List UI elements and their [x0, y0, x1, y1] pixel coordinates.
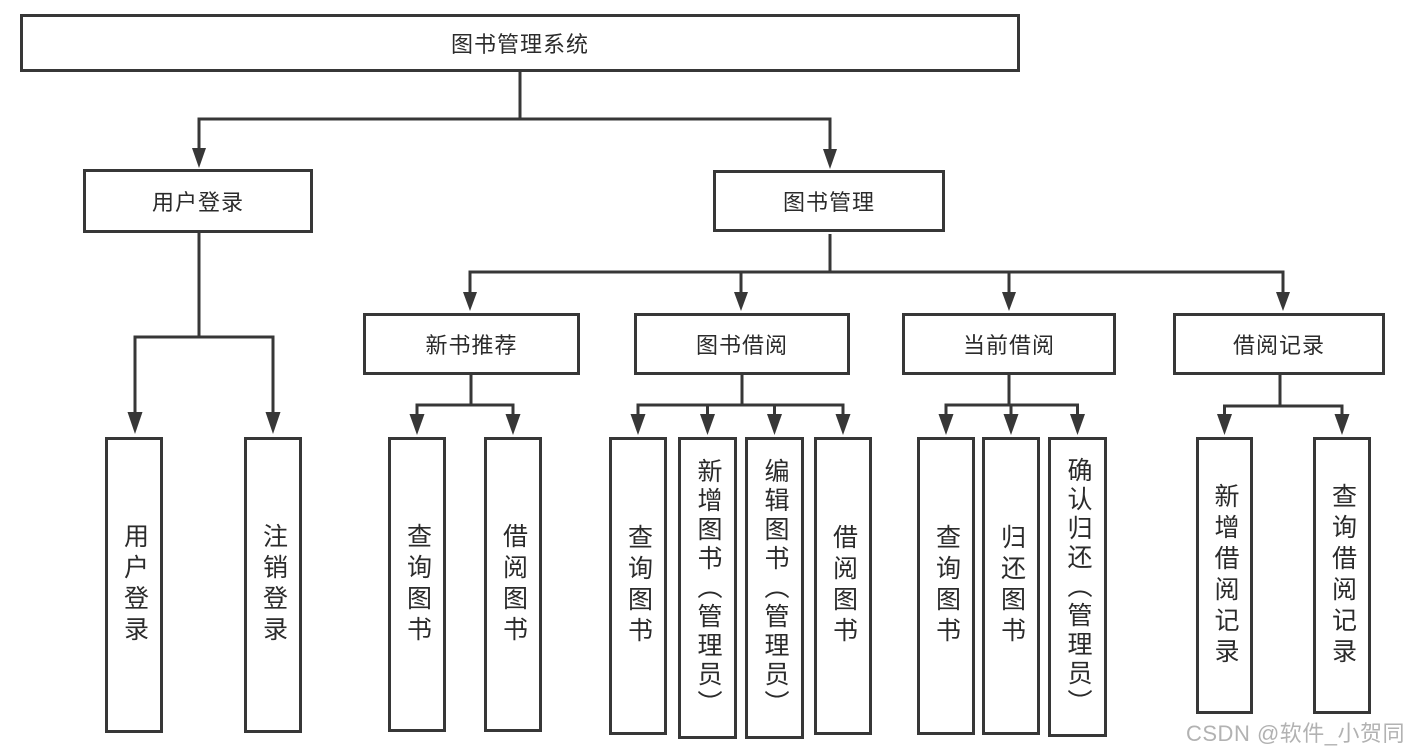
- leaf-nb-borrow-books: 借阅图书: [484, 437, 542, 732]
- leaf-logout: 注销登录: [244, 437, 302, 733]
- leaf-user-login: 用户登录: [105, 437, 163, 733]
- node-current-borrowing: 当前借阅: [902, 313, 1116, 375]
- node-root: 图书管理系统: [20, 14, 1020, 72]
- leaf-cb-confirm-return-admin: 确认归还（管理员）: [1048, 437, 1107, 737]
- watermark: CSDN @软件_小贺同学: [1186, 721, 1405, 746]
- connector-root-to-level2: [192, 72, 837, 169]
- leaf-bb-add-books-admin: 新增图书（管理员）: [678, 437, 737, 739]
- node-user-login: 用户登录: [83, 169, 313, 233]
- leaf-bb-query-books: 查询图书: [609, 437, 667, 735]
- connector-borrowing-records-to-leaves: [1217, 375, 1350, 435]
- connector-book-borrowing-to-leaves: [630, 375, 851, 435]
- node-book-management: 图书管理: [713, 170, 945, 232]
- connector-book-management-to-level3: [463, 234, 1290, 311]
- leaf-br-query-record: 查询借阅记录: [1313, 437, 1371, 714]
- connector-new-book-recommend-to-leaves: [409, 375, 521, 435]
- leaf-bb-edit-books-admin: 编辑图书（管理员）: [745, 437, 804, 739]
- leaf-nb-query-books: 查询图书: [388, 437, 446, 732]
- node-new-book-recommend: 新书推荐: [363, 313, 580, 375]
- node-book-borrowing: 图书借阅: [634, 313, 850, 375]
- connector-user-login-to-leaves: [127, 233, 281, 434]
- leaf-cb-query-books: 查询图书: [917, 437, 975, 735]
- node-borrowing-records: 借阅记录: [1173, 313, 1385, 375]
- connector-current-borrowing-to-leaves: [938, 375, 1085, 435]
- leaf-cb-return-books: 归还图书: [982, 437, 1040, 735]
- leaf-br-add-record: 新增借阅记录: [1196, 437, 1253, 714]
- leaf-bb-borrow-books: 借阅图书: [814, 437, 872, 735]
